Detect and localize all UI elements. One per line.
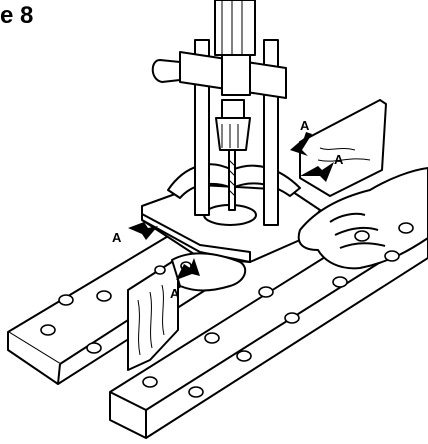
figure-title: e 8: [0, 2, 34, 29]
callout-a-1: A: [300, 118, 310, 133]
arrow-a-3: [128, 222, 158, 240]
hole: [284, 312, 300, 324]
clamp-knob: [151, 59, 181, 83]
hole: [204, 332, 220, 344]
hole: [58, 294, 74, 306]
drill-bit: [228, 149, 236, 211]
hole: [236, 350, 252, 362]
clamp-block: [221, 54, 251, 96]
arrow-a-4: [176, 258, 200, 280]
arrow-a-1: [290, 132, 312, 156]
board-right-holes: [142, 222, 414, 398]
hole: [142, 376, 158, 388]
hole: [384, 250, 400, 262]
hole: [40, 324, 56, 336]
hole: [188, 386, 204, 398]
hole: [398, 222, 414, 234]
hole: [258, 286, 274, 298]
right-hand: [297, 167, 428, 270]
workpiece-back: [299, 99, 387, 197]
left-hand: [171, 252, 247, 292]
hole: [154, 265, 166, 275]
chuck-upper: [221, 99, 245, 119]
drill-body: [214, 0, 256, 56]
hole: [332, 276, 348, 288]
arrow-a-2: [300, 162, 334, 182]
board-left-holes: [40, 261, 192, 354]
hole: [86, 342, 102, 354]
callout-a-2: A: [334, 152, 344, 167]
chuck: [215, 117, 251, 151]
callout-a-3: A: [112, 230, 122, 245]
hole: [354, 230, 370, 242]
hole: [96, 290, 112, 302]
callout-a-4: A: [170, 286, 180, 301]
